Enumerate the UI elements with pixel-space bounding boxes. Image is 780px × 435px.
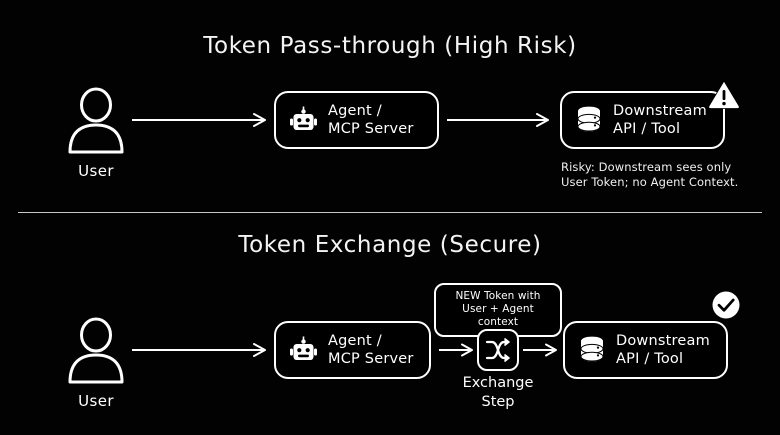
database-icon bbox=[577, 106, 601, 132]
arrow-exchange-to-downstream bbox=[523, 343, 557, 357]
node-downstream-top[interactable]: Downstream API / Tool bbox=[560, 91, 725, 149]
node-user-top: User bbox=[60, 82, 132, 180]
node-downstream-bottom[interactable]: Downstream API / Tool bbox=[563, 321, 728, 379]
arrow-agent-to-downstream-top bbox=[447, 113, 549, 127]
user-icon bbox=[68, 87, 124, 154]
arrow-agent-to-exchange bbox=[439, 343, 473, 357]
node-user-top-label: User bbox=[78, 162, 114, 180]
node-user-bottom-label: User bbox=[78, 392, 114, 410]
database-icon bbox=[580, 336, 604, 362]
robot-icon bbox=[290, 106, 317, 130]
section-divider bbox=[18, 212, 762, 213]
node-agent-bottom[interactable]: Agent / MCP Server bbox=[274, 321, 431, 379]
arrow-user-to-agent-bottom bbox=[132, 343, 266, 357]
robot-icon bbox=[290, 336, 317, 360]
callout-new-token: NEW Token with User + Agent context bbox=[434, 283, 562, 337]
user-icon bbox=[68, 317, 124, 384]
warning-triangle-icon bbox=[708, 80, 740, 109]
node-exchange-step-label: Exchange Step bbox=[462, 375, 534, 410]
node-downstream-bottom-label: Downstream API / Tool bbox=[616, 333, 710, 367]
node-agent-top-label: Agent / MCP Server bbox=[328, 103, 414, 137]
node-user-bottom: User bbox=[60, 312, 132, 410]
node-agent-bottom-label: Agent / MCP Server bbox=[328, 333, 414, 367]
node-downstream-top-label: Downstream API / Tool bbox=[613, 103, 707, 137]
node-agent-top[interactable]: Agent / MCP Server bbox=[274, 91, 439, 149]
section-title-pass-through: Token Pass-through (High Risk) bbox=[203, 33, 577, 59]
callout-new-token-text: NEW Token with User + Agent context bbox=[455, 290, 541, 328]
check-circle-icon bbox=[712, 291, 740, 319]
node-exchange-step[interactable] bbox=[477, 329, 519, 371]
note-risk: Risky: Downstream sees only User Token; … bbox=[561, 160, 739, 189]
arrow-user-to-agent-top bbox=[132, 113, 266, 127]
shuffle-icon bbox=[485, 337, 510, 363]
section-title-exchange: Token Exchange (Secure) bbox=[238, 232, 542, 258]
